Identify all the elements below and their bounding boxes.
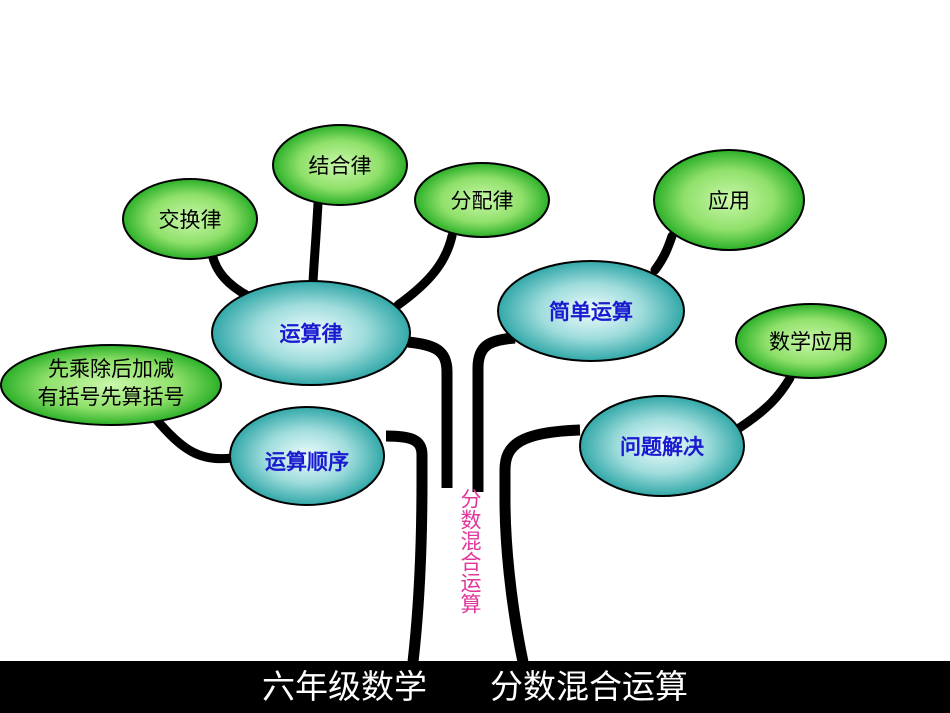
branch-yingyong: [650, 231, 677, 275]
label-wenti-jiejue: 问题解决: [620, 435, 705, 459]
label-yingyong: 应用: [708, 189, 750, 213]
trunk-inner-left: [407, 336, 453, 488]
trunk-inner-right: [472, 332, 516, 492]
branch-jiaohuanlv: [207, 249, 253, 301]
label-jiandan-yunsuan: 简单运算: [549, 300, 633, 324]
node-yunsuan-shunxu: 运算顺序: [229, 406, 385, 506]
label-jiehelv: 结合律: [309, 154, 372, 178]
leaf-jiaohuanlv: 交换律: [122, 178, 258, 260]
branch-fenpeilv: [393, 231, 457, 310]
branch-order-rule: [150, 413, 237, 464]
trunk-label: 分数混合运算: [458, 488, 482, 614]
trunk: [385, 332, 581, 664]
node-wenti-jiejue: 问题解决: [579, 395, 745, 497]
label-yunsuan-shunxu: 运算顺序: [265, 450, 349, 474]
footer-title: 六年级数学 分数混合运算: [262, 667, 688, 706]
leaf-fenpeilv: 分配律: [414, 162, 550, 238]
footer-bar: 六年级数学 分数混合运算: [0, 661, 950, 713]
leaf-jiehelv: 结合律: [272, 124, 408, 206]
label-jiaohuanlv: 交换律: [159, 208, 222, 232]
node-jiandan-yunsuan: 简单运算: [497, 260, 685, 362]
leaf-shuxue-yingyong: 数学应用: [735, 303, 887, 379]
node-yunsuanlv: 运算律: [211, 280, 411, 386]
branch-jiehelv: [308, 198, 323, 287]
trunk-left-line: [385, 430, 428, 663]
label-fenpeilv: 分配律: [451, 189, 514, 213]
label-order-rule-line2: 有括号先算括号: [38, 385, 185, 409]
trunk-right-line: [499, 424, 581, 664]
leaf-yingyong: 应用: [653, 149, 805, 251]
branches: [150, 198, 795, 464]
label-yunsuanlv: 运算律: [280, 322, 343, 346]
label-order-rule-line1: 先乘除后加减: [48, 357, 174, 381]
leaf-order-rule: 先乘除后加减 有括号先算括号: [0, 344, 222, 426]
label-shuxue-yingyong: 数学应用: [769, 330, 853, 354]
branch-shuxue: [728, 373, 795, 437]
